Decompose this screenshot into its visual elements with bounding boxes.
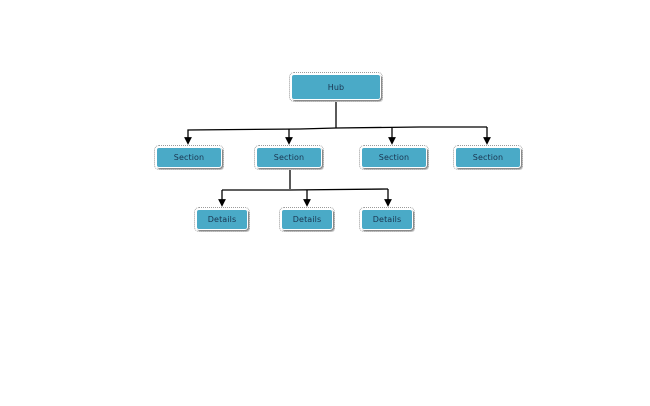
details-node-1[interactable]: Details — [194, 207, 250, 232]
details-label: Details — [207, 215, 237, 224]
section-node-3[interactable]: Section — [359, 145, 429, 170]
hub-node[interactable]: Hub — [289, 72, 383, 102]
section-node-4[interactable]: Section — [453, 145, 523, 170]
section-node-1[interactable]: Section — [154, 145, 224, 170]
details-node-2[interactable]: Details — [279, 207, 335, 232]
section-node-2[interactable]: Section — [254, 145, 324, 170]
details-node-3[interactable]: Details — [359, 207, 415, 232]
details-label: Details — [372, 215, 402, 224]
hub-label: Hub — [327, 82, 345, 92]
section-label: Section — [273, 153, 305, 162]
section-label: Section — [472, 153, 504, 162]
details-label: Details — [292, 215, 322, 224]
section-label: Section — [173, 153, 205, 162]
section-label: Section — [378, 153, 410, 162]
